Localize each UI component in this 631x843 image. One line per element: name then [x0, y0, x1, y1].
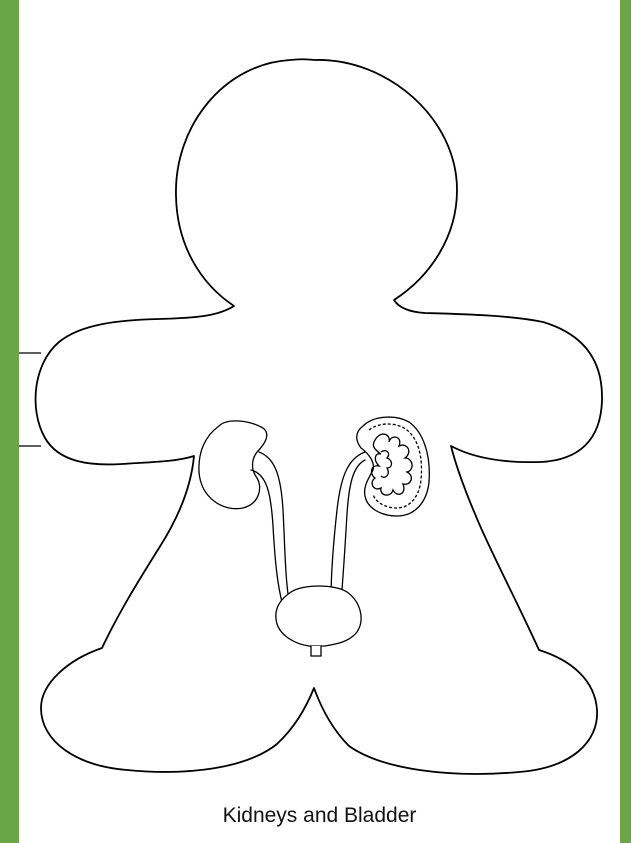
worksheet: Kidneys and Bladder — [19, 0, 620, 843]
body-diagram — [19, 0, 620, 800]
diagram-caption: Kidneys and Bladder — [19, 802, 620, 830]
gingerbread-outline — [36, 59, 603, 774]
